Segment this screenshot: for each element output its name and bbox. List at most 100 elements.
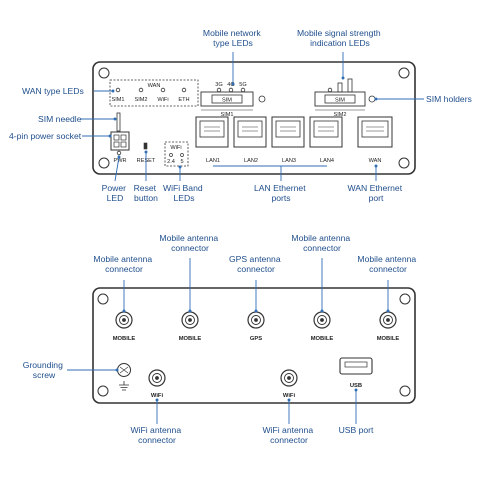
net-led-4g (228, 87, 234, 93)
power-pin (113, 134, 120, 141)
mobile-signal-strength-leds-callout: Mobile signal strength indication LEDs (297, 28, 383, 48)
wifi-port-label: WiFi (151, 393, 164, 399)
mobile-port-label: MOBILE (179, 336, 202, 342)
lan-ports-callout: LAN Ethernet ports (254, 183, 308, 203)
back-screw-icon (399, 385, 411, 397)
net-type-label: 4G (227, 82, 234, 88)
power-socket (110, 131, 130, 151)
wan-led-label: SIM2 (134, 97, 147, 103)
wifi-antenna-callout-2: WiFi antenna connector (262, 425, 315, 445)
power-socket-callout: 4-pin power socket (9, 131, 82, 141)
sim1-slot (211, 94, 243, 104)
wan-led-group (109, 79, 199, 107)
front-panel (92, 61, 416, 175)
gps-antenna-connector (247, 311, 265, 329)
sim2-slot-frame (314, 91, 366, 107)
front-screw-icon (98, 157, 110, 169)
back-panel-outline (92, 287, 416, 404)
front-screw-icon (398, 157, 410, 169)
power-pin (120, 134, 127, 141)
sim-holder-screw-icon (368, 95, 376, 103)
sim2-slot-label: SIM (335, 98, 345, 104)
wifi-band-group (164, 141, 189, 167)
sim2-slot (324, 94, 356, 104)
lan-port-4 (309, 116, 343, 148)
power-pin (113, 141, 120, 148)
wan-led-label: ETH (178, 97, 189, 103)
mobile-antenna-callout-2: Mobile antenna connector (159, 233, 220, 253)
wan-led-label: SIM1 (111, 97, 124, 103)
front-leader-lines (81, 52, 424, 182)
signal-led-2 (337, 82, 343, 93)
mobile-antenna-connector-3 (313, 311, 331, 329)
lan2-label: LAN2 (244, 158, 258, 164)
back-leader-lines (67, 258, 390, 424)
sim-needle (116, 112, 121, 132)
wan-led-wifi (160, 87, 166, 93)
lan-port-3 (271, 116, 305, 148)
power-pin (120, 141, 127, 148)
wifi-led-24 (169, 153, 173, 157)
sim1-label: SIM1 (220, 112, 233, 118)
sim1-slot-frame (200, 91, 254, 107)
back-screw-icon (399, 293, 411, 305)
wan-type-leds-callout: WAN type LEDs (22, 86, 84, 96)
front-screw-icon (98, 67, 110, 79)
wifi-led-5 (180, 153, 184, 157)
mobile-antenna-connector-1 (115, 311, 133, 329)
sim-holders-callout: SIM holders (426, 94, 472, 104)
wifi-band-leds-callout: WiFi Band LEDs (163, 183, 205, 203)
wan-group-label: WAN (148, 83, 161, 89)
mobile-antenna-callout-1: Mobile antenna connector (93, 254, 154, 274)
back-screw-icon (97, 385, 109, 397)
mobile-port-label: MOBILE (311, 336, 334, 342)
sim-needle-callout: SIM needle (38, 114, 82, 124)
wifi-antenna-connector-1 (148, 369, 166, 387)
lan3-label: LAN3 (282, 158, 296, 164)
mobile-port-label: MOBILE (113, 336, 136, 342)
front-panel-outline (92, 61, 416, 175)
net-led-5g (240, 87, 246, 93)
sim-screw-icon (258, 95, 266, 103)
signal-led-3 (347, 78, 353, 93)
reset-button-callout: Reset button (134, 183, 159, 203)
wifi-band-label: 2.4 (167, 159, 175, 165)
front-screw-icon (398, 67, 410, 79)
wan-port-label: WAN (369, 158, 382, 164)
lan-port-2 (233, 116, 267, 148)
grounding-screw-icon (117, 363, 131, 391)
net-led-3g (216, 87, 222, 93)
wifi-antenna-callout-1: WiFi antenna connector (130, 425, 183, 445)
sim2-label: SIM2 (333, 112, 346, 118)
mobile-port-label: MOBILE (377, 336, 400, 342)
net-type-label: 3G (215, 82, 222, 88)
back-panel (92, 287, 416, 404)
back-screw-icon (97, 293, 109, 305)
wifi-antenna-connector-2 (280, 369, 298, 387)
lan1-label: LAN1 (206, 158, 220, 164)
grounding-screw-callout: Grounding screw (23, 360, 66, 380)
mobile-antenna-connector-4 (379, 311, 397, 329)
gps-port-label: GPS (250, 336, 262, 342)
wan-port (357, 116, 393, 148)
wan-port-callout: WAN Ethernet port (348, 183, 405, 203)
reset-button (143, 142, 148, 150)
wan-led-sim2 (138, 87, 144, 93)
mobile-antenna-callout-3: Mobile antenna connector (291, 233, 352, 253)
usb-port-callout: USB port (339, 425, 374, 435)
mobile-antenna-connector-2 (181, 311, 199, 329)
lan4-label: LAN4 (320, 158, 334, 164)
gps-antenna-callout: GPS antenna connector (229, 254, 283, 274)
pwr-led (116, 150, 122, 156)
mobile-network-type-leds-callout: Mobile network type LEDs (203, 28, 263, 48)
net-type-label: 5G (239, 82, 246, 88)
wan-led-label: WiFi (157, 97, 168, 103)
usb-port (339, 357, 373, 375)
lan-port-1 (195, 116, 229, 148)
wan-led-sim1 (115, 87, 121, 93)
wifi-band-label: 5 (180, 159, 183, 165)
pwr-label: PWR (113, 158, 126, 164)
signal-led-1 (327, 87, 333, 93)
